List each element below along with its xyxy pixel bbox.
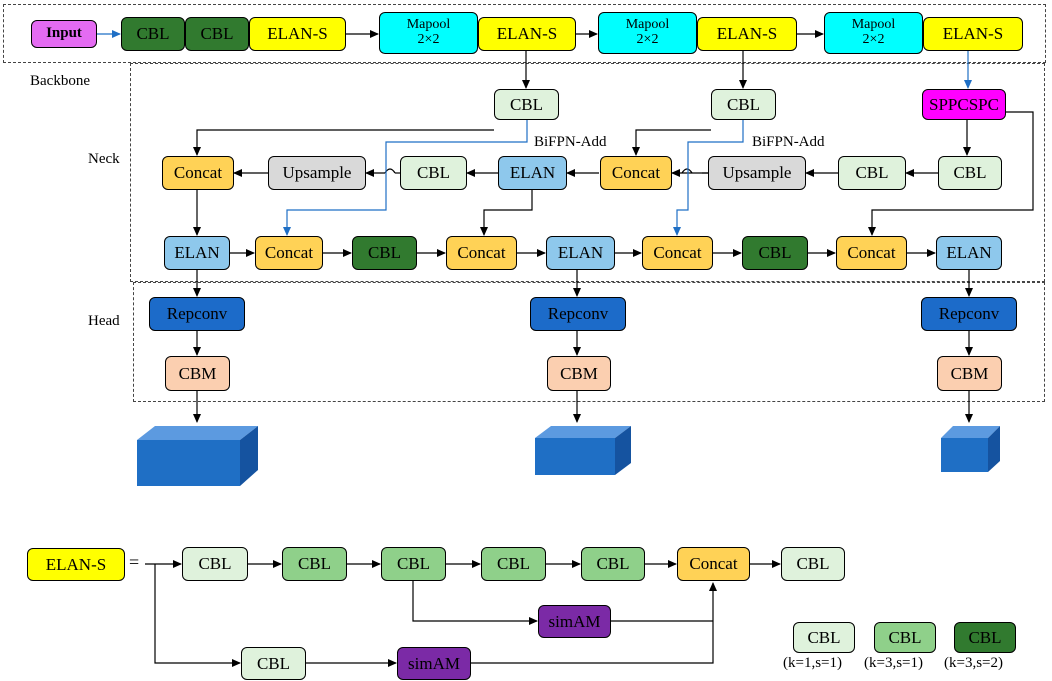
cbl-block: CBL xyxy=(494,89,559,120)
elan-s-block: ELAN-S xyxy=(249,17,346,51)
upsample-block: Upsample xyxy=(708,156,806,190)
cbl-block: CBL xyxy=(481,547,546,581)
simam-block: simAM xyxy=(538,605,611,638)
legend-cbl-k3s2-params: (k=3,s=2) xyxy=(944,655,1003,671)
cbl-block: CBL xyxy=(182,547,248,581)
legend-cbl-k3s1-params: (k=3,s=1) xyxy=(864,655,923,671)
repconv-block: Repconv xyxy=(921,297,1017,331)
legend-cbl-k3s1-swatch: CBL xyxy=(874,622,936,653)
concat-block: Concat xyxy=(162,156,234,190)
cbl-block: CBL xyxy=(352,236,417,270)
concat-block: Concat xyxy=(836,236,907,270)
mapool-block: Mapool 2×2 xyxy=(379,12,478,54)
backbone-section-label: Backbone xyxy=(30,73,90,89)
cbl-block: CBL xyxy=(781,547,845,581)
repconv-block: Repconv xyxy=(149,297,245,331)
cbl-block: CBL xyxy=(581,547,645,581)
elan-s-definition-block: ELAN-S xyxy=(27,548,125,581)
elan-block: ELAN xyxy=(164,236,230,270)
legend-cbl-k1s1-params: (k=1,s=1) xyxy=(783,655,842,671)
concat-block: Concat xyxy=(446,236,517,270)
output-feature-map-medium xyxy=(535,426,631,475)
neck-panel xyxy=(130,63,1045,282)
mapool-block: Mapool 2×2 xyxy=(598,12,697,54)
equals-sign: = xyxy=(129,552,140,572)
elan-block: ELAN xyxy=(936,236,1002,270)
head-panel xyxy=(133,282,1045,402)
neck-section-label: Neck xyxy=(88,151,120,167)
cbl-block: CBL xyxy=(838,156,906,190)
input-node: Input xyxy=(31,20,97,48)
cbl-block: CBL xyxy=(400,156,467,190)
cbl-block: CBL xyxy=(711,89,776,120)
elan-s-block: ELAN-S xyxy=(697,17,797,51)
head-section-label: Head xyxy=(88,313,120,329)
bifpn-add-label: BiFPN-Add xyxy=(534,134,607,150)
output-feature-map-small xyxy=(941,426,1000,472)
simam-block: simAM xyxy=(397,647,471,680)
elan-s-block: ELAN-S xyxy=(478,17,576,51)
cbl-block: CBL xyxy=(938,156,1002,190)
upsample-block: Upsample xyxy=(268,156,366,190)
cbl-block: CBL xyxy=(121,17,185,51)
elan-block: ELAN xyxy=(546,236,615,270)
sppcspc-block: SPPCSPC xyxy=(922,89,1006,120)
cbl-block: CBL xyxy=(241,647,306,680)
repconv-block: Repconv xyxy=(530,297,626,331)
concat-block: Concat xyxy=(642,236,713,270)
cbm-block: CBM xyxy=(547,356,611,391)
backbone-panel xyxy=(3,4,1046,63)
elan-s-block: ELAN-S xyxy=(923,17,1023,51)
bifpn-add-label: BiFPN-Add xyxy=(752,134,825,150)
output-feature-map-large xyxy=(137,426,258,486)
cbm-block: CBM xyxy=(937,356,1002,391)
concat-block: Concat xyxy=(255,236,323,270)
cbl-block: CBL xyxy=(282,547,347,581)
concat-block: Concat xyxy=(600,156,672,190)
cbm-block: CBM xyxy=(165,356,230,391)
legend-cbl-k1s1-swatch: CBL xyxy=(793,622,855,653)
cbl-block: CBL xyxy=(381,547,446,581)
cbl-block: CBL xyxy=(185,17,249,51)
mapool-block: Mapool 2×2 xyxy=(824,12,923,54)
concat-block: Concat xyxy=(677,547,750,581)
cbl-block: CBL xyxy=(742,236,808,270)
elan-block: ELAN xyxy=(498,156,567,190)
legend-cbl-k3s2-swatch: CBL xyxy=(954,622,1016,653)
